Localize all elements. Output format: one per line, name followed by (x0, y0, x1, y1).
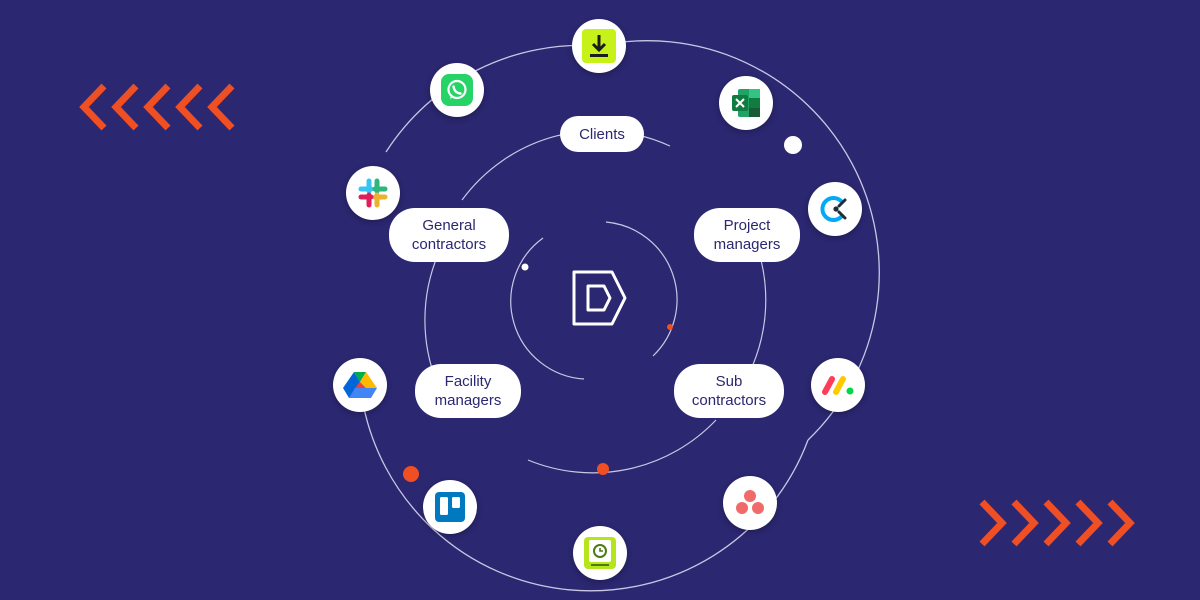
stakeholder-label: Facility (444, 373, 492, 390)
brand-logo-icon (572, 270, 627, 326)
green-app-icon (573, 526, 627, 580)
asana-icon (723, 476, 777, 530)
stakeholder-label: General (422, 217, 476, 234)
ring-dot (667, 324, 673, 330)
middle-ring (527, 419, 717, 474)
excel-icon (719, 76, 773, 130)
slack-icon (346, 166, 400, 220)
inner-ring (510, 237, 585, 380)
whatsapp-icon (430, 63, 484, 117)
outer-ring (597, 40, 880, 441)
stakeholder-label: managers (713, 236, 781, 253)
monday-icon (811, 358, 865, 412)
stakeholder-project-managers: Project managers (694, 208, 800, 262)
outer-ring (385, 44, 599, 153)
stakeholder-label: Project (723, 217, 771, 234)
stakeholder-label: contractors (691, 392, 767, 409)
download-icon (572, 19, 626, 73)
google-drive-icon (333, 358, 387, 412)
ring-dot (784, 136, 802, 154)
trello-icon (423, 480, 477, 534)
inner-ring (605, 221, 678, 357)
ring-dot (403, 466, 419, 482)
ring-dot (521, 263, 529, 271)
clockify-icon (808, 182, 862, 236)
stakeholder-general-contractors: General contractors (389, 208, 509, 262)
stakeholder-label: contractors (411, 236, 487, 253)
ring-dot (597, 463, 609, 475)
stakeholder-clients: Clients (560, 116, 644, 152)
chevrons-left-icon (79, 83, 235, 131)
chevrons-right-icon (979, 499, 1135, 547)
stakeholder-label: managers (434, 392, 502, 409)
stakeholder-facility-managers: Facility managers (415, 364, 521, 418)
stakeholder-label: Clients (579, 125, 625, 143)
stakeholder-sub-contractors: Sub contractors (674, 364, 784, 418)
stakeholder-label: Sub (715, 373, 743, 390)
